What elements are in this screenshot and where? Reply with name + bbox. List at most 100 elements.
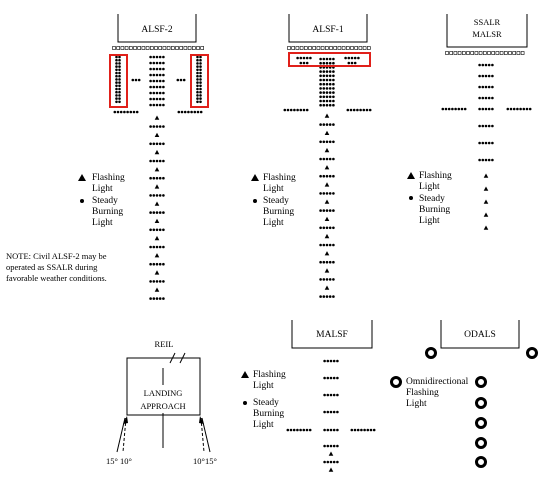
alsf2-runway-end bbox=[117, 14, 197, 43]
steady-light bbox=[199, 74, 202, 78]
steady-light bbox=[196, 62, 199, 65]
threshold-light bbox=[141, 46, 146, 50]
steady-light bbox=[302, 108, 306, 112]
steady-light bbox=[325, 61, 329, 65]
steady-light bbox=[319, 87, 322, 90]
steady-light bbox=[328, 74, 332, 78]
steady-light bbox=[292, 428, 296, 432]
legend-steady-text: Light bbox=[263, 218, 284, 228]
steady-light bbox=[481, 107, 485, 111]
steady-light bbox=[196, 90, 199, 94]
steady-light bbox=[323, 359, 326, 363]
steady-light bbox=[322, 91, 326, 94]
flashing-light bbox=[154, 132, 160, 137]
steady-light bbox=[325, 157, 329, 161]
steady-light bbox=[325, 243, 329, 247]
steady-light bbox=[319, 123, 322, 126]
steady-light bbox=[319, 192, 322, 195]
steady-light bbox=[444, 107, 448, 111]
steady-light bbox=[516, 107, 519, 111]
steady-light bbox=[158, 142, 162, 146]
threshold-light bbox=[196, 46, 200, 50]
steady-light bbox=[347, 56, 351, 60]
flashing-light bbox=[324, 130, 330, 135]
steady-light bbox=[152, 103, 156, 107]
steady-light bbox=[149, 159, 152, 163]
steady-light bbox=[158, 262, 162, 266]
threshold-light bbox=[508, 51, 512, 55]
steady-light bbox=[152, 211, 156, 214]
flashing-light bbox=[154, 149, 160, 155]
reil-beam-right-inner bbox=[200, 417, 205, 453]
threshold-light bbox=[350, 46, 354, 50]
steady-light bbox=[322, 78, 326, 82]
steady-light bbox=[322, 278, 326, 281]
steady-light bbox=[152, 176, 156, 180]
steady-light bbox=[158, 194, 162, 197]
steady-light bbox=[162, 125, 165, 128]
steady-light bbox=[319, 91, 322, 94]
steady-light bbox=[179, 78, 183, 82]
reil-angle-label: 15° bbox=[205, 456, 217, 466]
steady-light bbox=[357, 56, 360, 60]
steady-light bbox=[199, 62, 202, 65]
steady-light bbox=[332, 226, 335, 230]
steady-light bbox=[332, 295, 335, 298]
legend-flashing-text: Light bbox=[253, 381, 274, 391]
steady-light bbox=[328, 95, 332, 99]
steady-light bbox=[183, 110, 187, 114]
steady-light bbox=[118, 58, 121, 62]
omnidirectional-light bbox=[475, 417, 487, 429]
reil-arrow-icon bbox=[199, 416, 204, 424]
flashing-light bbox=[324, 113, 330, 118]
legend-flashing-text: Flashing bbox=[263, 173, 296, 183]
reil-arrow-icon bbox=[123, 416, 128, 424]
steady-light bbox=[332, 444, 336, 448]
steady-light bbox=[158, 245, 162, 249]
steady-light bbox=[457, 107, 461, 111]
steady-light bbox=[162, 280, 165, 283]
legend-flashing-text: Flashing bbox=[92, 173, 125, 183]
steady-light bbox=[152, 280, 156, 283]
steady-light bbox=[162, 97, 165, 101]
steady-light bbox=[155, 73, 159, 77]
steady-light bbox=[155, 142, 159, 146]
steady-light bbox=[509, 107, 513, 111]
steady-light bbox=[326, 359, 330, 363]
threshold-light bbox=[470, 51, 475, 55]
steady-light bbox=[329, 444, 333, 448]
steady-light bbox=[152, 228, 156, 232]
steady-light bbox=[176, 78, 180, 82]
steady-light bbox=[119, 110, 123, 114]
steady-light bbox=[152, 67, 156, 71]
steady-light bbox=[319, 209, 322, 212]
alsf2-panel: ALSF-2 bbox=[109, 14, 209, 300]
omnidirectional-light bbox=[475, 456, 487, 468]
note-line: operated as SSALR during bbox=[6, 262, 98, 272]
steady-light bbox=[196, 81, 199, 84]
steady-light bbox=[323, 393, 326, 397]
steady-light bbox=[155, 245, 159, 249]
steady-light bbox=[162, 67, 165, 71]
steady-light bbox=[118, 84, 121, 88]
steady-light bbox=[162, 79, 165, 83]
steady-light bbox=[478, 74, 481, 78]
steady-light bbox=[322, 82, 326, 86]
flashing-light bbox=[154, 270, 160, 275]
steady-light bbox=[322, 260, 326, 264]
steady-light bbox=[302, 56, 306, 60]
steady-light bbox=[525, 107, 529, 111]
steady-light bbox=[329, 460, 333, 464]
steady-light bbox=[325, 103, 329, 107]
steady-light bbox=[196, 65, 199, 68]
steady-light bbox=[487, 85, 491, 89]
steady-light bbox=[491, 96, 494, 100]
threshold-light bbox=[116, 46, 120, 50]
steady-light bbox=[118, 87, 121, 91]
steady-light bbox=[187, 110, 190, 114]
steady-light bbox=[336, 393, 339, 397]
steady-light bbox=[158, 79, 162, 83]
steady-light bbox=[115, 90, 118, 94]
flashing-light bbox=[324, 233, 330, 239]
threshold-light bbox=[503, 51, 508, 55]
